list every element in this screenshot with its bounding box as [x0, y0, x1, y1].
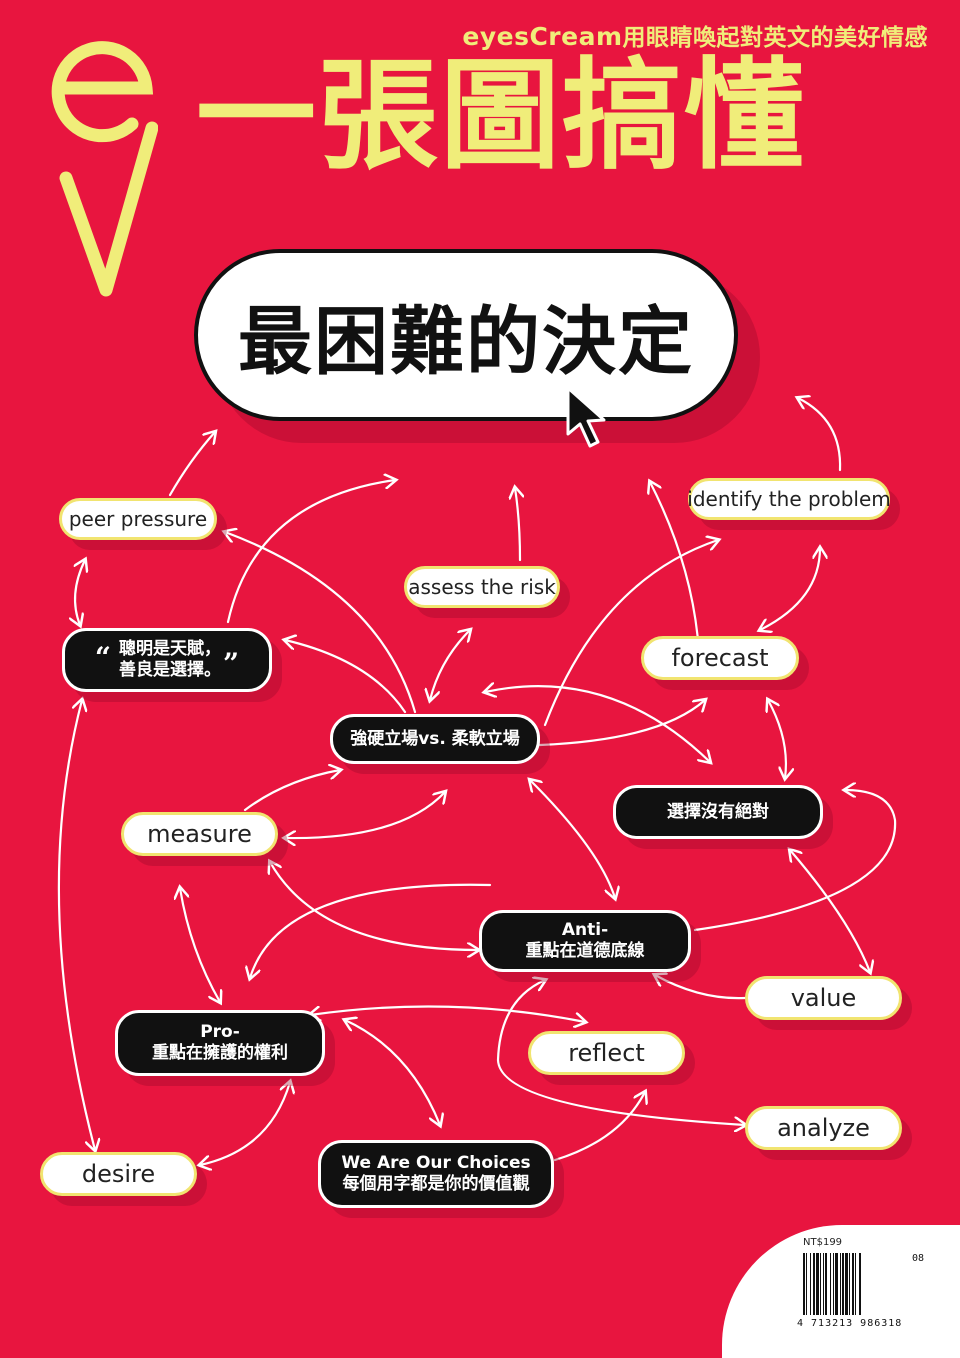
- pro-line-2: 重點在擁護的權利: [152, 1043, 288, 1063]
- quote-line-2: 善良是選擇。: [119, 660, 221, 680]
- arrow: [250, 883, 492, 978]
- arrow: [200, 1082, 290, 1165]
- arrow: [538, 700, 705, 747]
- node-value: value: [745, 976, 902, 1020]
- barcode-number: 4 713213 986318: [797, 1318, 903, 1329]
- node-quote: “ 聰明是天賦， 善良是選擇。 ”: [62, 628, 272, 692]
- quote-line-1: 聰明是天賦，: [119, 639, 221, 659]
- node-peer-pressure: peer pressure: [59, 498, 217, 540]
- node-measure: measure: [121, 812, 278, 856]
- node-reflect: reflect: [528, 1031, 685, 1075]
- node-anti: Anti- 重點在道德底線: [479, 910, 691, 972]
- close-quote: ”: [223, 646, 240, 680]
- masthead-title: 一張圖搞懂: [196, 47, 806, 186]
- choices-line-2: 每個用字都是你的價值觀: [342, 1174, 530, 1194]
- arrow: [168, 432, 215, 497]
- arrow: [57, 700, 95, 1150]
- arrow: [226, 480, 395, 624]
- node-pro: Pro- 重點在擁護的權利: [115, 1010, 325, 1076]
- node-no-absolute: 選擇沒有絕對: [613, 785, 823, 839]
- arrow: [285, 640, 407, 714]
- anti-line-2: 重點在道德底線: [525, 941, 645, 961]
- arrow: [243, 770, 340, 812]
- node-identify-the-problem: identify the problem: [687, 478, 891, 520]
- arrow: [310, 1005, 585, 1022]
- arrow: [180, 888, 220, 1002]
- node-assess-the-risk: assess the risk: [404, 566, 560, 608]
- ev-logo-icon: [51, 41, 158, 297]
- open-quote: “: [94, 640, 111, 674]
- node-forecast: forecast: [641, 636, 799, 680]
- node-analyze: analyze: [745, 1106, 902, 1150]
- node-desire: desire: [40, 1152, 197, 1196]
- arrow: [515, 488, 520, 562]
- arrow: [345, 1020, 440, 1125]
- arrow: [553, 1092, 645, 1162]
- arrow: [75, 560, 85, 625]
- brand-name: eyesCream: [462, 22, 623, 51]
- masthead-tagline: eyesCream用眼睛喚起對英文的美好情感: [462, 18, 928, 52]
- mouse-cursor-icon: [566, 386, 606, 448]
- arrow: [543, 540, 718, 727]
- price-label: NT$199: [803, 1237, 843, 1248]
- arrow: [530, 780, 615, 898]
- cover-headline: 最困難的決定: [194, 249, 738, 421]
- choices-line-1: We Are Our Choices: [341, 1153, 531, 1173]
- arrow: [798, 398, 842, 472]
- issue-number: 08: [912, 1253, 925, 1264]
- arrow: [790, 850, 870, 972]
- tagline-text: 用眼睛喚起對英文的美好情感: [622, 25, 928, 51]
- arrow: [430, 630, 470, 700]
- anti-line-1: Anti-: [561, 920, 609, 940]
- node-we-are-our-choices: We Are Our Choices 每個用字都是你的價值觀: [318, 1140, 554, 1208]
- arrow: [285, 792, 445, 838]
- barcode-icon: [803, 1253, 861, 1315]
- arrow: [270, 862, 478, 950]
- node-stance: 強硬立場vs. 柔軟立場: [330, 714, 540, 764]
- arrow: [655, 975, 747, 1000]
- arrow: [768, 700, 786, 778]
- arrow: [760, 548, 820, 630]
- pro-line-1: Pro-: [200, 1022, 240, 1042]
